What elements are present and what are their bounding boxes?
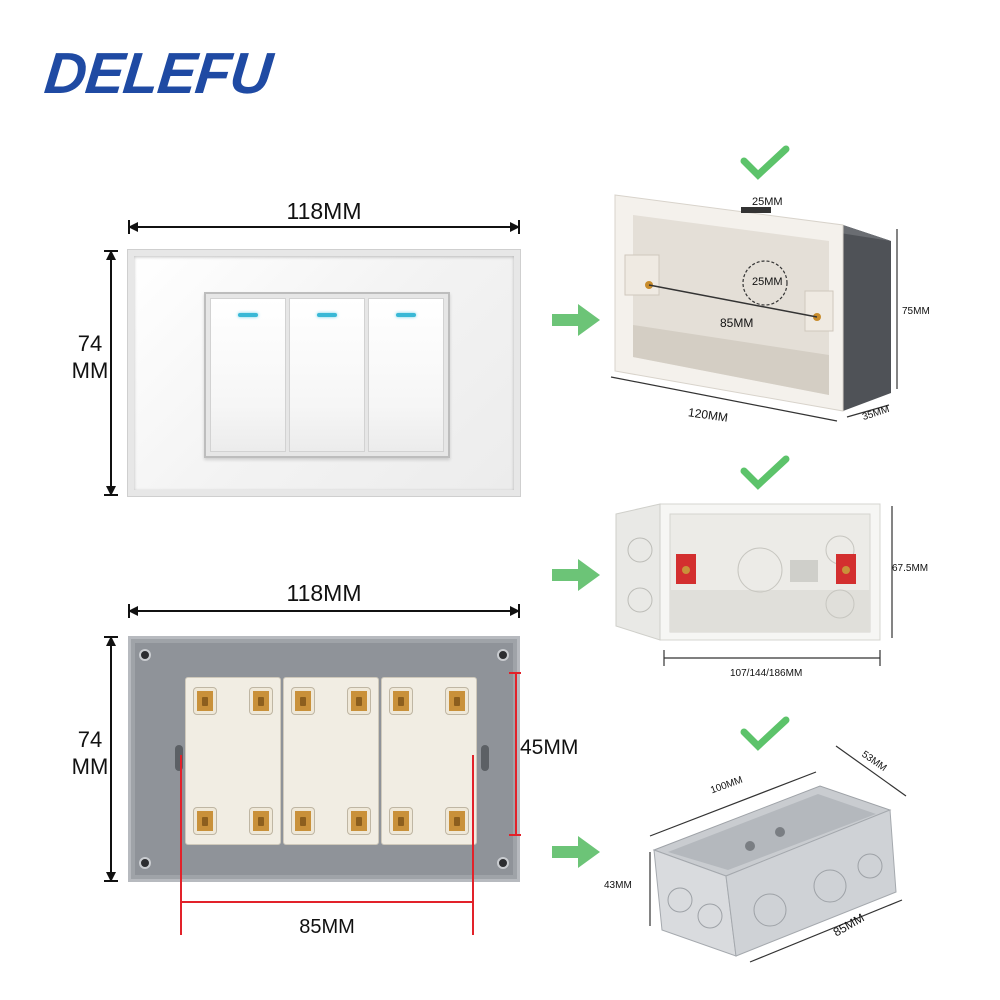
indicator-led-icon	[238, 313, 258, 317]
switch-front-panel	[128, 250, 520, 496]
mounting-box-3	[649, 745, 907, 963]
back-width-dimension	[128, 604, 520, 618]
terminal-icon	[250, 808, 272, 834]
mounting-hole	[139, 649, 151, 661]
front-width-label: 118MM	[286, 198, 362, 224]
rocker-button-1	[210, 298, 286, 452]
box1-screw-spacing-label: 85MM	[720, 316, 754, 330]
mounting-hole	[497, 649, 509, 661]
mounting-hole	[139, 857, 151, 869]
terminal-icon	[390, 688, 412, 714]
indicator-led-icon	[317, 313, 337, 317]
rocker-button-2	[289, 298, 365, 452]
check-icon	[740, 145, 790, 180]
front-height-label: 74 MM	[71, 331, 109, 383]
terminal-icon	[446, 688, 468, 714]
switch-module-2	[283, 677, 379, 845]
brand-logo: DELEFU	[41, 41, 275, 106]
terminal-icon	[292, 808, 314, 834]
box1-top-slot-label: 25MM	[752, 196, 783, 208]
box2-length-label: 107/144/186MM	[730, 668, 803, 679]
mounting-box-1	[610, 194, 898, 422]
hole-height-dimension	[509, 672, 521, 836]
terminal-icon	[390, 808, 412, 834]
terminal-icon	[194, 808, 216, 834]
terminal-icon	[194, 688, 216, 714]
box2-height-label: 67.5MM	[892, 563, 929, 574]
mounting-hole	[497, 857, 509, 869]
screw-slot	[175, 745, 183, 771]
terminal-icon	[348, 808, 370, 834]
terminal-icon	[292, 688, 314, 714]
back-height-dimension	[104, 636, 118, 882]
terminal-icon	[348, 688, 370, 714]
box1-center-hole-label: 25MM	[752, 276, 783, 288]
indicator-led-icon	[396, 313, 416, 317]
back-width-label: 118MM	[286, 580, 362, 606]
check-icon	[740, 455, 790, 490]
rocker-button-3	[368, 298, 444, 452]
back-height-label: 74 MM	[71, 727, 109, 779]
screw-slot	[481, 745, 489, 771]
hole-spacing-dimension	[180, 755, 474, 935]
box1-height-label: 75MM	[902, 306, 930, 317]
terminal-icon	[446, 808, 468, 834]
right-arrow-icon	[552, 559, 600, 591]
right-arrow-icon	[552, 304, 600, 336]
front-height-dimension	[104, 250, 118, 496]
switch-module-1	[185, 677, 281, 845]
rocker-frame	[204, 292, 450, 458]
switch-back-panel	[128, 636, 520, 882]
check-icon	[740, 716, 790, 751]
hole-spacing-label: 85MM	[299, 916, 355, 938]
box3-height-label: 43MM	[604, 880, 632, 891]
right-arrow-icon	[552, 836, 600, 868]
terminal-icon	[250, 688, 272, 714]
switch-module-3	[381, 677, 477, 845]
mounting-box-2	[615, 503, 893, 666]
front-width-dimension	[128, 220, 520, 234]
hole-height-label: 45MM	[520, 736, 579, 759]
